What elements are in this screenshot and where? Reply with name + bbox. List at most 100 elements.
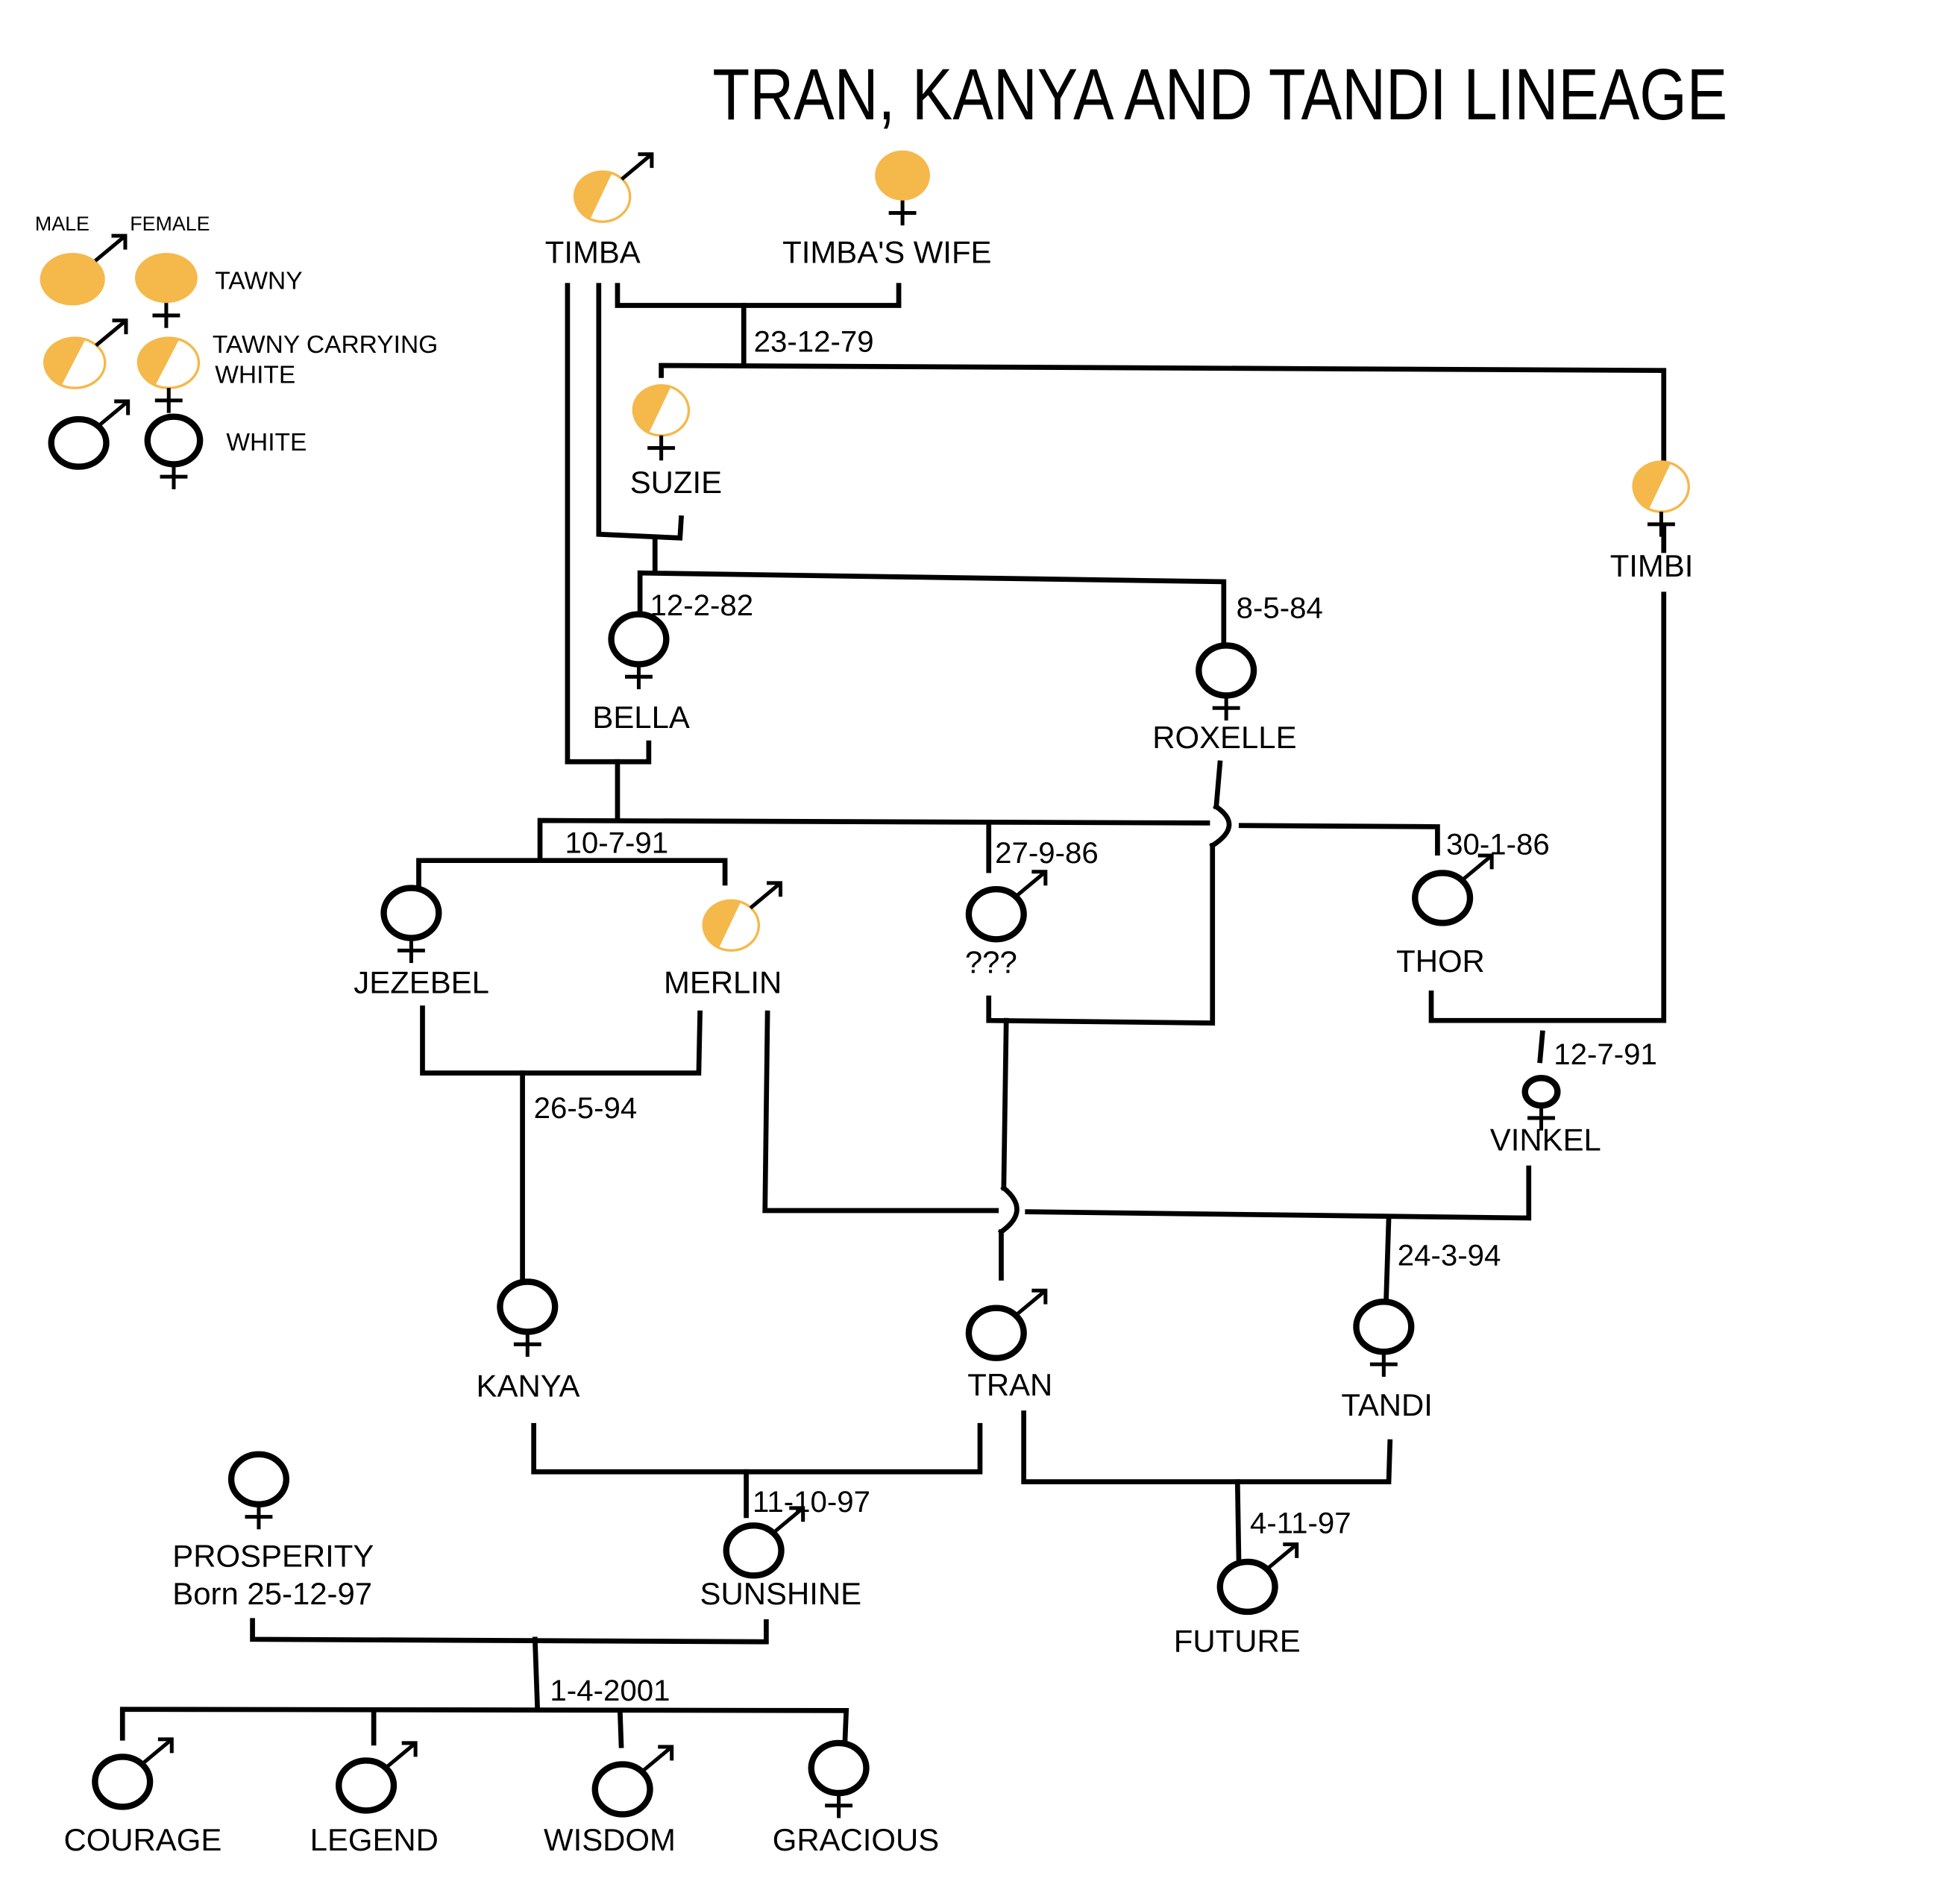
- name-jezebel: JEZEBEL: [354, 964, 489, 999]
- connector-line: [1234, 1479, 1242, 1561]
- date-12-7-91: 12-7-91: [1554, 1038, 1657, 1071]
- name-vinkel: VINKEL: [1490, 1123, 1601, 1158]
- legend-carrier-label-2: WHITE: [215, 361, 295, 389]
- connector-line: [537, 817, 1210, 864]
- prosperity-female-symbol-icon: [227, 1451, 289, 1530]
- roxelle-female-symbol-icon: [1196, 642, 1257, 721]
- tandi-female-symbol-icon: [1353, 1299, 1415, 1377]
- name-future: FUTURE: [1174, 1624, 1301, 1659]
- connector-line: [1213, 760, 1223, 810]
- legend-male-header: MALE: [35, 213, 89, 235]
- connector-line: [531, 1422, 983, 1475]
- legend-male-symbol-icon: [336, 1741, 418, 1814]
- tran-male-symbol-icon: [965, 1288, 1048, 1361]
- name-unknown: ???: [965, 945, 1017, 980]
- name-legend: LEGEND: [310, 1822, 439, 1857]
- courage-male-symbol-icon: [92, 1737, 174, 1810]
- legend-tawny-label: TAWNY: [215, 268, 302, 295]
- date-4-11-97: 4-11-97: [1250, 1506, 1351, 1539]
- connector-line: [250, 1618, 769, 1645]
- future-male-symbol-icon: [1216, 1542, 1299, 1616]
- legend-carrier-male-male-symbol-icon: [43, 318, 128, 389]
- connector-line: [416, 858, 728, 891]
- diagram-title: TRAN, KANYA AND TANDI LINEAGE: [712, 54, 1727, 135]
- timbi-female-symbol-icon: [1632, 460, 1690, 537]
- connector-line: [1383, 1215, 1392, 1300]
- kanya-female-symbol-icon: [497, 1278, 559, 1357]
- name-wisdom: WISDOM: [544, 1822, 676, 1857]
- date-12-2-82: 12-2-82: [650, 588, 754, 622]
- name-prosperity: PROSPERITY: [172, 1539, 374, 1574]
- suzie-female-symbol-icon: [632, 384, 691, 461]
- pedigree-connectors: [119, 283, 1667, 1748]
- gracious-female-symbol-icon: [808, 1739, 870, 1818]
- date-26-5-94: 26-5-94: [534, 1091, 638, 1125]
- connector-line: [1428, 591, 1667, 1023]
- individual-symbols: [92, 150, 1690, 1818]
- timba-male-symbol-icon: [573, 152, 654, 223]
- name-tran: TRAN: [967, 1367, 1052, 1402]
- unknown-male-symbol-icon: [965, 870, 1048, 943]
- connector-line: [1021, 1410, 1393, 1485]
- date-10-7-91: 10-7-91: [565, 826, 669, 860]
- wisdom-male-symbol-icon: [591, 1745, 674, 1818]
- connector-line: [1537, 1030, 1545, 1064]
- legend-white-label: WHITE: [226, 429, 307, 456]
- litter-dates: 23-12-79 12-2-82 8-5-84 10-7-91 27-9-86 …: [534, 325, 1657, 1707]
- individual-names: TIMBA TIMBA'S WIFE SUZIE TIMBI BELLA ROX…: [63, 235, 1693, 1858]
- connector-line: [637, 570, 1227, 644]
- legend-white-male-male-symbol-icon: [48, 399, 131, 470]
- timbas-wife-female-symbol-icon: [875, 150, 930, 226]
- name-timbas-wife: TIMBA'S WIFE: [782, 235, 991, 270]
- connector-line: [762, 1010, 999, 1214]
- name-courage: COURAGE: [63, 1822, 222, 1857]
- name-bella: BELLA: [592, 700, 689, 735]
- name-timba: TIMBA: [545, 235, 641, 270]
- prosperity-birth-date: Born 25-12-97: [172, 1576, 372, 1611]
- date-1-4-2001: 1-4-2001: [550, 1674, 670, 1707]
- connector-line: [119, 1707, 849, 1744]
- connector-line: [420, 1005, 703, 1076]
- legend-tawny-male-male-symbol-icon: [40, 233, 128, 306]
- bella-female-symbol-icon: [608, 611, 670, 690]
- date-23-12-79: 23-12-79: [754, 325, 874, 359]
- connector-line: [987, 843, 1216, 1026]
- date-24-3-94: 24-3-94: [1398, 1239, 1501, 1272]
- name-tandi: TANDI: [1341, 1387, 1433, 1422]
- line-hop-arc: [1209, 803, 1232, 850]
- name-sunshine: SUNSHINE: [700, 1576, 861, 1611]
- merlin-male-symbol-icon: [702, 881, 783, 952]
- name-kanya: KANYA: [477, 1369, 580, 1404]
- date-11-10-97: 11-10-97: [753, 1485, 870, 1519]
- legend-carrier-label: TAWNY CARRYING: [213, 331, 438, 359]
- jezebel-female-symbol-icon: [380, 885, 442, 964]
- connector-line: [659, 362, 1667, 466]
- legend-white-female-female-symbol-icon: [144, 413, 204, 489]
- legend-carrier-female-female-symbol-icon: [136, 336, 201, 413]
- line-hop-arc: [997, 1184, 1020, 1236]
- connector-line: [532, 1636, 541, 1713]
- name-suzie: SUZIE: [630, 465, 722, 500]
- connector-line: [596, 283, 684, 541]
- connector-line: [1025, 1165, 1532, 1221]
- name-gracious: GRACIOUS: [773, 1822, 939, 1857]
- connector-line: [617, 1707, 624, 1748]
- legend-tawny-female-female-symbol-icon: [135, 253, 198, 328]
- name-roxelle: ROXELLE: [1152, 720, 1296, 755]
- date-27-9-86: 27-9-86: [995, 836, 1099, 870]
- date-8-5-84: 8-5-84: [1237, 591, 1323, 625]
- legend-female-header: FEMALE: [130, 213, 210, 235]
- thor-male-symbol-icon: [1412, 853, 1494, 926]
- legend: MALE FEMALE TAWNY TAWNY CARRYING WHITE W…: [35, 213, 438, 489]
- connector-line: [1238, 823, 1440, 856]
- vinkel-female-symbol-icon: [1521, 1075, 1561, 1131]
- name-timbi: TIMBI: [1610, 548, 1694, 583]
- sunshine-male-symbol-icon: [723, 1506, 805, 1579]
- name-thor: THOR: [1396, 944, 1485, 979]
- connector-line: [1001, 1017, 1009, 1191]
- name-merlin: MERLIN: [664, 964, 782, 999]
- connector-line: [615, 283, 902, 308]
- connector-line: [565, 283, 652, 765]
- date-30-1-86: 30-1-86: [1446, 827, 1550, 861]
